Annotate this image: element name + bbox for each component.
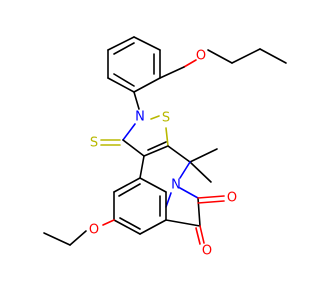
atom-n-isothiazole: N [135, 110, 145, 125]
atom-s-ring: S [162, 111, 170, 126]
dimethyl-ring [139, 145, 218, 208]
atom-o-ketone-lower: O [202, 244, 212, 259]
ethoxy-chain [43, 219, 115, 246]
atom-o-propoxy: O [196, 49, 206, 64]
ketone-groups [195, 195, 225, 245]
molecule-canvas: N S S O N O O O [43, 36, 287, 259]
propoxy-chain [183, 48, 287, 68]
atom-n-amide: N [171, 178, 181, 193]
thione-group [100, 139, 121, 146]
isothiazole-ring [122, 115, 169, 157]
atom-o-ketone-upper: O [227, 191, 237, 206]
molecule-structure: N S S O N O O O [43, 36, 287, 259]
atom-o-ethoxy: O [89, 223, 99, 238]
phenyl-ring [107, 36, 185, 93]
bond-phenyl-n [133, 91, 140, 110]
benzo-ring [113, 177, 167, 235]
atom-s-thione: S [90, 136, 98, 151]
